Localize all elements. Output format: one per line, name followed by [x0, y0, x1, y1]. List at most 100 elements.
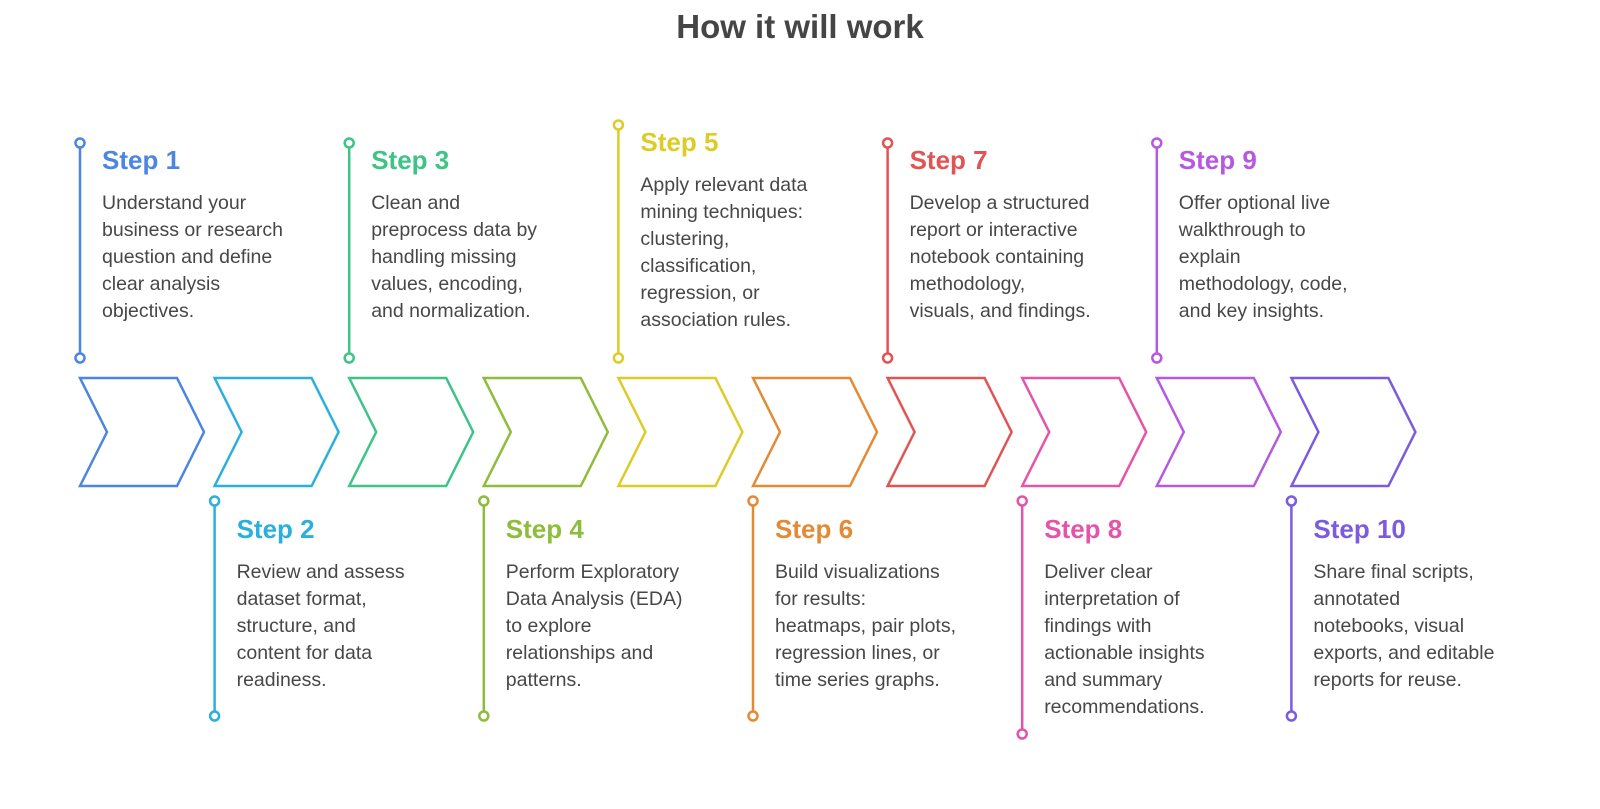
step-description-line: notebook containing [909, 246, 1085, 268]
step-description-line: reports for reuse. [1313, 669, 1462, 691]
step-description-line: preprocess data by [371, 219, 538, 241]
step-description: Offer optional live walkthrough to explain… [1179, 190, 1409, 325]
step-description-line: Share final scripts, [1313, 561, 1474, 583]
step-description-line: methodology, code, [1178, 273, 1348, 295]
step-description-line: Data Analysis (EDA) [505, 588, 683, 610]
step-description-line: exports, and editable [1313, 642, 1495, 664]
connector-dot-start-step-9 [1151, 137, 1163, 149]
chevron-arrow-step-8 [1020, 376, 1148, 488]
step-description-line: Develop a structured [909, 192, 1090, 214]
step-description-line: content for data [236, 642, 373, 664]
step-description-line: and normalization. [371, 300, 531, 322]
step-description-line: association rules. [640, 309, 792, 331]
connector-dot-end-step-7 [881, 352, 894, 364]
chevron-arrow-step-2 [212, 376, 340, 488]
chevron-arrow-step-4 [481, 376, 610, 488]
step-title: Step 5 [640, 127, 719, 157]
step-title: Step 9 [1178, 145, 1257, 175]
step-title: Step 2 [236, 514, 315, 544]
chevron-arrow-step-9 [1154, 376, 1283, 488]
step-block-8: Step 8 Deliver clear interpretation of find… [1044, 513, 1274, 721]
step-title: Step 8 [1044, 514, 1123, 544]
connector-dot-end-step-2 [208, 710, 221, 722]
chevron-arrow-step-7 [885, 376, 1013, 488]
step-block-9: Step 9 Offer optional live walkthrough to e… [1179, 144, 1409, 325]
step-description-line: recommendations. [1044, 696, 1205, 718]
step-description-line: classification, [640, 255, 757, 277]
connector-dot-start-step-8 [1016, 495, 1028, 507]
step-description-line: dataset format, [236, 588, 367, 610]
step-description-line: readiness. [236, 669, 327, 691]
step-description: Clean and preprocess data by handling miss… [371, 190, 601, 325]
step-description-line: for results: [775, 588, 867, 610]
step-description-line: Build visualizations [775, 561, 940, 583]
connector-dot-end-step-9 [1151, 352, 1163, 364]
chevron-arrow-step-10 [1289, 376, 1417, 488]
chevron-arrow-step-5 [616, 376, 744, 488]
step-description-line: walkthrough to [1178, 219, 1306, 241]
connector-dot-start-step-7 [881, 137, 894, 149]
step-description-line: regression lines, or [775, 642, 940, 664]
step-title: Step 4 [505, 514, 584, 544]
step-description-line: objectives. [102, 300, 195, 322]
step-title: Step 3 [371, 145, 450, 175]
step-description-line: actionable insights [1044, 642, 1205, 664]
connector-dot-start-step-10 [1285, 495, 1298, 507]
connector-dot-end-step-5 [612, 352, 625, 364]
step-description-line: question and define [102, 246, 273, 268]
step-description-line: Deliver clear [1044, 561, 1153, 583]
step-title: Step 7 [909, 145, 988, 175]
connector-dot-end-step-6 [747, 710, 759, 722]
step-description-line: and key insights. [1178, 300, 1325, 322]
step-description-line: explain [1178, 246, 1241, 268]
step-description-line: time series graphs. [775, 669, 940, 691]
connector-dot-end-step-1 [74, 352, 86, 364]
step-description-line: regression, or [640, 282, 760, 304]
connector-dot-end-step-3 [343, 352, 355, 364]
step-description-line: values, encoding, [371, 273, 523, 295]
step-description-line: and summary [1044, 669, 1163, 691]
step-description-line: Understand your [102, 192, 247, 214]
connector-dot-end-step-10 [1285, 710, 1298, 722]
step-description-line: annotated [1313, 588, 1401, 610]
step-description-line: notebooks, visual [1313, 615, 1465, 637]
connector-dot-start-step-4 [478, 495, 490, 507]
step-description-line: findings with [1044, 615, 1152, 637]
connector-dot-start-step-3 [343, 137, 355, 149]
step-description-line: Clean and [371, 192, 461, 214]
step-block-10: Step 10 Share final scripts, annotated note… [1313, 513, 1543, 694]
step-description-line: Review and assess [236, 561, 405, 583]
connector-dot-end-step-8 [1016, 728, 1028, 740]
connector-dot-start-step-2 [208, 495, 221, 507]
step-description-line: patterns. [505, 669, 582, 691]
step-description-line: to explore [505, 615, 592, 637]
chevron-arrow-step-6 [750, 376, 879, 488]
step-description: Deliver clear interpretation of findings w… [1044, 559, 1274, 721]
step-description-line: clustering, [640, 228, 730, 250]
step-description-line: methodology, [909, 273, 1026, 295]
step-description-line: mining techniques: [640, 201, 803, 223]
step-description-line: Perform Exploratory [505, 561, 680, 583]
step-title: Step 6 [775, 514, 854, 544]
step-description-line: Offer optional live [1178, 192, 1331, 214]
step-title: Step 10 [1313, 514, 1406, 544]
step-description-line: handling missing [371, 246, 517, 268]
page-title: How it will work [676, 8, 924, 45]
connector-dot-start-step-5 [612, 119, 625, 131]
step-description-line: interpretation of [1044, 588, 1180, 610]
step-description-line: visuals, and findings. [909, 300, 1091, 322]
step-block-3: Step 3 Clean and preprocess data by handlin… [371, 144, 601, 325]
connector-dot-start-step-1 [74, 137, 86, 149]
